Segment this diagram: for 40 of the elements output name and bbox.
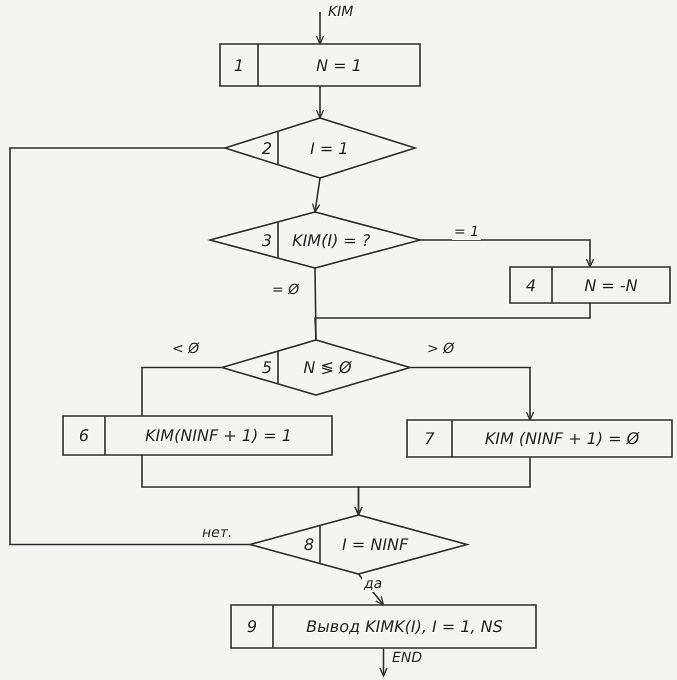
arrow xyxy=(316,12,324,45)
condition-text: I = NINF xyxy=(341,534,410,556)
edge-label: = 1 xyxy=(452,224,482,240)
connector-line xyxy=(9,147,250,546)
process-text: Вывод KIMK(I), I = 1, NS xyxy=(305,616,504,638)
step-number: 1 xyxy=(232,54,246,76)
step-number: 4 xyxy=(524,274,538,296)
process-text: KIM (NINF + 1) = Ø xyxy=(484,428,640,450)
arrow xyxy=(316,86,324,119)
connector-line xyxy=(314,268,317,340)
step-number: 9 xyxy=(246,616,258,638)
decision-diamond xyxy=(250,515,467,574)
process-box xyxy=(510,267,670,303)
process-box xyxy=(231,605,536,648)
step-number: 8 xyxy=(302,534,316,556)
step-number: 3 xyxy=(260,230,274,252)
step-number: 7 xyxy=(423,428,436,450)
step-number: 5 xyxy=(260,357,274,379)
process-text: KIM(NINF + 1) = 1 xyxy=(144,425,293,447)
process-box xyxy=(407,420,672,457)
process-text: N = 1 xyxy=(315,54,363,76)
edge-label: да xyxy=(362,576,384,592)
arrow xyxy=(410,366,534,421)
connector-line xyxy=(141,366,222,416)
process-box xyxy=(220,44,420,86)
condition-text: N ≶ Ø xyxy=(302,357,353,379)
arrow xyxy=(354,457,531,516)
arrow xyxy=(420,239,594,268)
decision-diamond xyxy=(222,340,410,395)
connector-line xyxy=(314,303,591,340)
decision-diamond xyxy=(210,212,420,268)
process-text: N = -N xyxy=(583,274,639,296)
decision-diamond xyxy=(225,118,415,178)
process-box xyxy=(63,416,332,455)
arrow xyxy=(312,178,321,213)
step-number: 6 xyxy=(78,425,90,447)
arrow xyxy=(379,648,388,677)
condition-text: KIM(I) = ? xyxy=(291,230,372,252)
step-number: 2 xyxy=(260,138,274,160)
condition-text: I = 1 xyxy=(309,138,350,160)
